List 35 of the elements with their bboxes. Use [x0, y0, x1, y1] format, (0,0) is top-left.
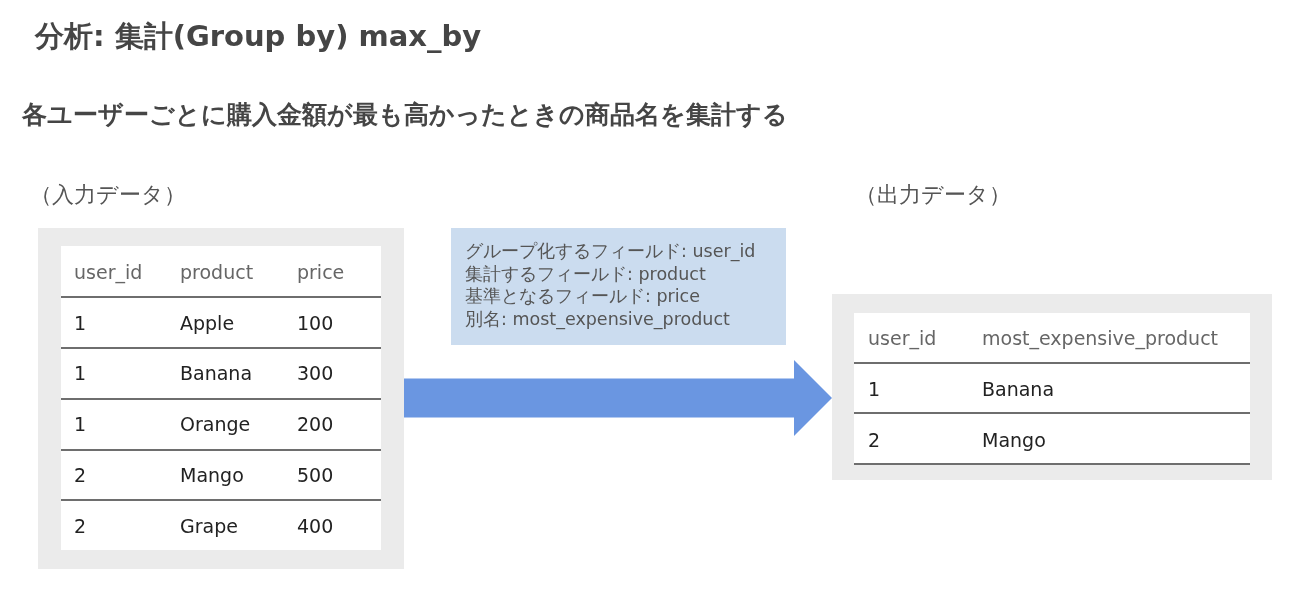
table-value: Banana	[180, 361, 253, 385]
table-value: 100	[297, 311, 334, 335]
column-header: user_id	[74, 260, 143, 284]
panel-heading: （出力データ）	[855, 181, 1011, 209]
table-value: 1	[74, 412, 87, 436]
table-value: 300	[297, 361, 334, 385]
data-panel	[832, 294, 1272, 480]
table-value: Banana	[982, 377, 1055, 401]
setting-text: グループ化するフィールド: user_id	[465, 240, 756, 263]
column-header: price	[297, 260, 345, 284]
table-value: 2	[74, 514, 87, 538]
table-value: Mango	[982, 428, 1046, 452]
column-header: most_expensive_product	[982, 326, 1219, 350]
table-value: Grape	[180, 514, 238, 538]
block-arrow	[404, 360, 832, 436]
setting-text: 集計するフィールド: product	[465, 262, 706, 285]
table-value: 2	[868, 428, 881, 452]
table-value: Mango	[180, 463, 244, 487]
page-title: 分析: 集計(Group by) max_by	[35, 18, 482, 55]
settings-box	[451, 228, 786, 345]
table-value: 1	[868, 377, 881, 401]
subtitle: 各ユーザーごとに購入金額が最も高かったときの商品名を集計する	[22, 100, 788, 130]
table-value: 200	[297, 412, 334, 436]
table-value: 500	[297, 463, 334, 487]
table-value: Apple	[180, 311, 235, 335]
table-value: 400	[297, 514, 334, 538]
table-value: 2	[74, 463, 87, 487]
setting-text: 別名: most_expensive_product	[465, 307, 730, 330]
column-header: product	[180, 260, 254, 284]
table-value: Orange	[180, 412, 251, 436]
table-value: 1	[74, 361, 87, 385]
table-value: 1	[74, 311, 87, 335]
setting-text: 基準となるフィールド: price	[465, 285, 700, 308]
column-header: user_id	[868, 326, 937, 350]
panel-heading: （入力データ）	[30, 181, 186, 209]
